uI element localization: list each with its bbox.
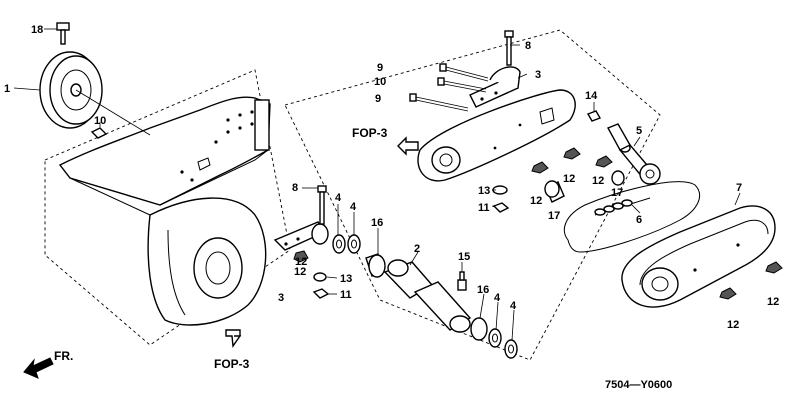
case-bolt [90,127,108,139]
callout-12-e: 12 [767,296,779,308]
upper-chain-case [417,89,576,182]
grease-fitting [457,271,467,291]
tube-shaft [383,259,472,333]
chain-case-cover [621,205,776,308]
fop-arrow-lower [225,329,242,348]
callout-4-a: 4 [335,192,342,204]
callout-16-b: 16 [477,284,489,296]
callout-6: 6 [636,214,642,226]
upper-long-bolt [439,63,489,82]
callout-1: 1 [4,83,10,95]
pulley-bolt [56,22,70,45]
callout-3-right: 3 [535,69,541,81]
chain-gasket [563,181,700,253]
pin [586,110,602,122]
callout-4-c: 4 [494,292,501,304]
callout-10-left: 10 [94,115,106,127]
callout-8-left: 8 [292,182,298,194]
collar-lower [470,317,488,341]
callout-17-a: 17 [611,187,623,199]
callout-7: 7 [736,182,742,194]
callout-18: 18 [31,24,43,36]
collar-upper [365,253,386,278]
callout-14: 14 [585,90,598,102]
sprocket [639,163,661,185]
callout-12-a: 12 [294,266,306,278]
center-nuts [531,147,613,174]
spacer-upper [611,170,625,186]
callout-12-g: 12 [295,256,307,268]
drawing-code: 7504—Y0600 [605,379,672,391]
center-small-nut [492,202,510,213]
lower-long-bolt [409,93,469,112]
callout-12-b: 12 [563,173,575,185]
callout-5: 5 [636,125,642,137]
callout-9-a: 9 [377,62,383,74]
callout-12-d: 12 [530,195,542,207]
callout-3-left: 3 [278,292,284,304]
washer-pair-lower [488,328,518,359]
callout-17-b: 17 [548,210,560,222]
callout-12-c: 12 [592,175,604,187]
callout-labels: 1 18 10 8 4 4 16 2 15 12 13 3 11 16 4 4 … [4,24,779,331]
callout-13-b: 13 [478,185,490,197]
leader-lines [13,28,741,341]
fop-reference-upper: FOP-3 [352,126,388,140]
callout-15: 15 [458,251,470,263]
left-nut [293,250,309,263]
spacer-lower [544,180,565,203]
callout-12-f: 12 [727,319,739,331]
fop-reference-lower: FOP-3 [214,357,250,371]
callout-11-a: 11 [340,289,352,301]
front-label: FR. [54,349,73,363]
callout-9-b: 9 [375,93,381,105]
callout-13-a: 13 [340,273,352,285]
left-washer [313,272,327,282]
washer-pair-upper [332,234,361,254]
callout-11-b: 11 [478,202,490,214]
left-bracket [273,185,329,251]
callout-16-a: 16 [371,217,383,229]
callout-2: 2 [414,243,420,255]
case-bolt-holes [180,110,254,182]
upper-short-bolt [437,77,487,93]
left-small-nut [312,288,330,299]
cover-nuts [719,261,783,300]
drive-chain [594,199,633,216]
front-arrow [23,357,54,379]
callout-4-b: 4 [350,201,357,213]
center-assembly-frame [284,29,661,361]
callout-8-right: 8 [525,40,531,52]
transmission-case [58,96,271,326]
pulley [39,51,151,136]
callout-4-d: 4 [510,300,517,312]
upper-bracket [469,30,521,108]
callout-10-right: 10 [374,76,386,88]
fop-arrow-upper [397,136,419,156]
